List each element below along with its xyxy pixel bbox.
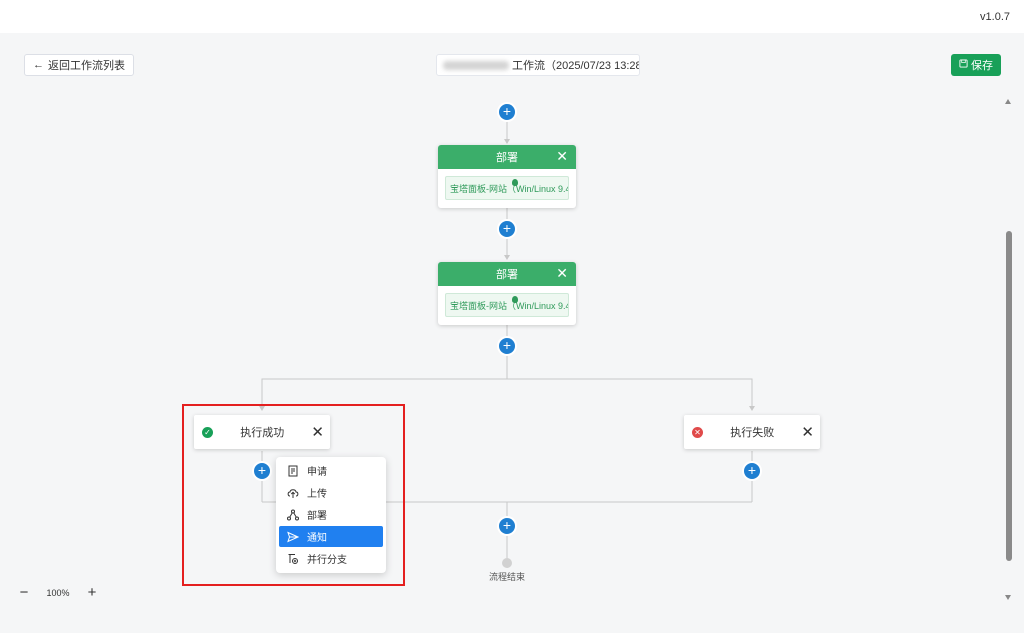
- node-title: 部署: [496, 152, 518, 164]
- workflow-title-text: 工作流（2025/07/23 13:28:: [512, 60, 640, 72]
- branch-label: 执行失败: [730, 427, 775, 439]
- error-circle-icon: ✕: [692, 426, 703, 438]
- branch-failure-node[interactable]: ✕ 执行失败 ✕: [684, 415, 820, 449]
- add-node-button[interactable]: +: [499, 221, 515, 237]
- add-node-button[interactable]: +: [744, 463, 760, 479]
- add-node-menu: 申请 上传 部署 通知 并行分支: [276, 457, 386, 573]
- workflow-canvas[interactable]: ← 返回工作流列表 工作流（2025/07/23 13:28: 保存 + 部署 …: [0, 33, 1024, 633]
- zoom-level: 100%: [46, 588, 70, 598]
- document-icon: [287, 465, 299, 477]
- redacted-name: [443, 60, 509, 70]
- close-icon[interactable]: ✕: [311, 424, 324, 441]
- add-node-button[interactable]: +: [254, 463, 270, 479]
- node-provider-chip: 宝塔面板-网站（Win/Linux 9.4: [445, 176, 569, 200]
- close-icon[interactable]: ✕: [556, 148, 568, 164]
- end-node-label: 流程结束: [488, 572, 525, 582]
- branch-icon: [287, 553, 299, 565]
- node-header: 部署 ✕: [438, 262, 576, 286]
- menu-item-label: 部署: [307, 511, 327, 522]
- add-node-button[interactable]: +: [499, 338, 515, 354]
- menu-item-label: 通知: [307, 533, 327, 544]
- deploy-node[interactable]: 部署 ✕ 宝塔面板-网站（Win/Linux 9.4: [438, 262, 576, 325]
- menu-item-parallel-branch[interactable]: 并行分支: [279, 548, 383, 569]
- back-to-list-button[interactable]: ← 返回工作流列表: [24, 54, 134, 76]
- send-icon: [287, 531, 299, 543]
- back-button-label: 返回工作流列表: [48, 60, 125, 72]
- scroll-down-arrow[interactable]: [1005, 595, 1011, 600]
- menu-item-label: 并行分支: [307, 555, 347, 566]
- version-label: v1.0.7: [980, 11, 1010, 23]
- add-node-button[interactable]: +: [499, 518, 515, 534]
- menu-item-apply[interactable]: 申请: [279, 460, 383, 481]
- menu-item-upload[interactable]: 上传: [279, 482, 383, 503]
- branch-success-node[interactable]: ✓ 执行成功 ✕: [194, 415, 330, 449]
- menu-item-label: 上传: [307, 489, 327, 500]
- arrow-left-icon: ←: [33, 59, 44, 71]
- close-icon[interactable]: ✕: [556, 265, 568, 281]
- save-button-label: 保存: [971, 60, 993, 72]
- add-node-button[interactable]: +: [499, 104, 515, 120]
- scrollbar-thumb[interactable]: [1006, 231, 1012, 561]
- top-bar: v1.0.7: [0, 0, 1024, 33]
- zoom-out-button[interactable]: −: [19, 584, 29, 601]
- save-button[interactable]: 保存: [951, 54, 1001, 76]
- menu-item-label: 申请: [307, 467, 327, 478]
- close-icon[interactable]: ✕: [801, 424, 814, 441]
- branch-label: 执行成功: [240, 427, 285, 439]
- node-header: 部署 ✕: [438, 145, 576, 169]
- flow-connectors: [259, 120, 755, 558]
- menu-item-notify[interactable]: 通知: [279, 526, 383, 547]
- zoom-in-button[interactable]: +: [87, 584, 97, 601]
- provider-icon: [512, 296, 518, 303]
- check-circle-icon: ✓: [202, 426, 213, 438]
- cloud-upload-icon: [287, 487, 299, 499]
- save-icon: [959, 59, 968, 71]
- deploy-node[interactable]: 部署 ✕ 宝塔面板-网站（Win/Linux 9.4: [438, 145, 576, 208]
- end-node-dot: [502, 558, 512, 568]
- zoom-controls: − 100% +: [16, 585, 100, 601]
- node-provider-chip: 宝塔面板-网站（Win/Linux 9.4: [445, 293, 569, 317]
- node-chip-text: 宝塔面板-网站（Win/Linux 9.4: [450, 300, 569, 311]
- deploy-icon: [287, 509, 299, 521]
- scroll-up-arrow[interactable]: [1005, 99, 1011, 104]
- node-title: 部署: [496, 269, 518, 281]
- provider-icon: [512, 179, 518, 186]
- node-chip-text: 宝塔面板-网站（Win/Linux 9.4: [450, 183, 569, 194]
- workflow-title-field[interactable]: 工作流（2025/07/23 13:28:: [436, 54, 640, 76]
- menu-item-deploy[interactable]: 部署: [279, 504, 383, 525]
